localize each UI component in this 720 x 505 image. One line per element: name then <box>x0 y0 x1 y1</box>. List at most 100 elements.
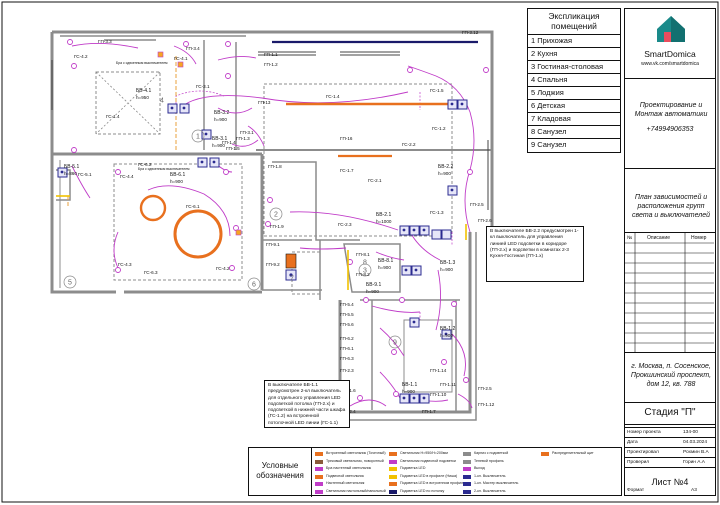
sheet-number: Лист №4 <box>651 477 689 487</box>
explication-row: 2 Кухня <box>528 48 620 61</box>
plan-label: h=860 <box>64 171 77 176</box>
explication-row: 8 Санузел <box>528 126 620 139</box>
legend-symbol <box>463 452 471 456</box>
room-number: 1 <box>196 134 200 141</box>
plan-label: ГП-9.2 <box>266 262 280 267</box>
legend: Условные обозначения Встроенный светильн… <box>248 447 622 497</box>
plan-label: h=900 <box>440 333 453 338</box>
plan-label: БВ-1.3 <box>440 260 455 266</box>
plan-label: ГС-1.3 <box>430 210 444 215</box>
explication-row: 7 Кладовая <box>528 113 620 126</box>
plan-label: ГП-6.3 <box>340 356 354 361</box>
room-number: 3 <box>363 268 367 275</box>
plan-label: БВ-8.1 <box>378 258 393 264</box>
sheet-title-cell <box>625 169 715 233</box>
legend-item: 1-кл. Мастер выключатель <box>474 481 519 485</box>
sheet-format-label: Формат <box>627 488 645 493</box>
led-profile-lines <box>67 56 177 206</box>
explication-row: 6 Детская <box>528 100 620 113</box>
explication-row: 5 Лоджия <box>528 87 620 100</box>
plan-label: ГП-2.6 <box>478 218 492 223</box>
plan-label: h=900 <box>366 289 379 294</box>
logo-cell: SmartDomica www.vk.com/smartdomica <box>625 9 715 79</box>
plan-label: h=900 <box>212 143 225 148</box>
plan-label: Бра с сдвоенным выключателем <box>116 61 168 65</box>
plan-label: БВ-6.1 <box>170 172 185 178</box>
plan-label: ГС-4.3 <box>118 262 132 267</box>
legend-item: Подсветка LED <box>400 466 426 470</box>
note-bv-1-1: В выключателе БВ-1.1 предусмотрен 2-кл в… <box>264 380 350 428</box>
legend-item: Выход <box>474 466 485 470</box>
meta-checker: Проверил Горин А.А <box>625 457 715 467</box>
legend-symbol <box>463 474 471 479</box>
legend-symbol <box>389 459 397 464</box>
plan-label: ГС-4.2 <box>74 54 88 59</box>
company-phone: +74994906353 <box>646 126 694 133</box>
plan-label: ГС-1.4 <box>106 114 120 119</box>
col-description: Описание <box>647 235 671 241</box>
plan-label: ГС-2.1 <box>368 178 382 183</box>
legend-symbol <box>315 474 323 479</box>
plan-label: ГС-1.4 <box>326 94 340 99</box>
plan-label: ГС-2.2 <box>402 142 416 147</box>
plan-label: ГП-3.1 <box>240 130 254 135</box>
plan-label: ГП-16 <box>340 136 353 141</box>
plan-label: ГП-3.4 <box>186 46 200 51</box>
plan-label: h=900 <box>402 389 415 394</box>
plan-label: Бра с сдвоенным выключателем <box>138 167 190 171</box>
project-address: г. Москва, п. Сосенское, Прокшинский про… <box>630 363 712 388</box>
plan-label: h=900 <box>440 267 453 272</box>
plan-label: ГС-1.7 <box>340 168 354 173</box>
plan-label: БВ-5.1 <box>64 164 79 170</box>
legend-item: Распределительный щит <box>552 451 594 455</box>
legend-item: 1-кл. Выключатель <box>474 473 506 478</box>
plan-label: ГП-1.11 <box>440 382 456 387</box>
room-number: 2 <box>274 212 278 219</box>
lamp-circles <box>139 194 223 259</box>
plan-label: ГП-13 <box>258 100 271 105</box>
plan-label: БВ-9.1 <box>366 282 381 288</box>
plan-label: h=900 <box>214 117 227 122</box>
legend-symbol <box>463 482 471 486</box>
legend-item: Карниз с подсветкой <box>474 451 509 455</box>
company-service: Проектирование и Монтаж автоматики <box>634 102 708 118</box>
legend-symbol <box>389 482 397 486</box>
legend-symbol <box>463 489 471 494</box>
plan-label: ГП-1.10 <box>430 392 447 397</box>
legend-item: Светильник настольный/напольный <box>326 488 386 493</box>
legend-symbol <box>315 467 323 471</box>
project-stage: Стадия "П" <box>644 407 696 418</box>
plan-label: ГП-8.2 <box>356 272 370 277</box>
plan-label: ГП-1.4 <box>222 140 236 145</box>
room-number: 8 <box>363 260 367 267</box>
plan-label: ГС-6.1 <box>186 204 200 209</box>
plan-label: ГП-1.12 <box>478 402 495 407</box>
plan-label: ГП-1.2 <box>264 62 278 67</box>
legend-symbol <box>389 474 397 479</box>
plan-label: БВ-3.1 <box>212 136 227 142</box>
legend-symbol <box>463 459 471 464</box>
legend-title: Условные обозначения <box>256 461 304 480</box>
plan-label: ГС-3.1 <box>196 84 210 89</box>
sheet-title: План зависимостей и расположения групп с… <box>632 194 710 219</box>
house-logo-icon <box>657 16 685 42</box>
plan-label: ГС-1.5 <box>430 88 444 93</box>
plan-label: ГП-1.1 <box>264 52 278 57</box>
plan-label: БВ-1.1 <box>402 382 417 388</box>
plan-label: ГП-2.5 <box>478 386 492 391</box>
led-lines <box>286 102 448 158</box>
wall-sconces <box>157 51 242 236</box>
legend-divider <box>311 448 312 497</box>
plan-label: ГС-4.1 <box>174 56 188 61</box>
explication-row: 4 Спальня <box>528 74 620 87</box>
switch-dots <box>60 102 464 400</box>
sheet-format: А3 <box>691 488 697 493</box>
legend-item: Светильник Н=950/Н=200мм <box>400 451 448 455</box>
plan-label: ГС-6.2 <box>138 162 152 167</box>
meta-designer: Проектировал Рохмин В.А <box>625 447 715 457</box>
legend-symbol <box>315 452 323 456</box>
address-cell <box>625 353 715 403</box>
plan-label: ГП-1.14 <box>430 368 447 373</box>
explication-row: 3 Гостиная-столовая <box>528 61 620 74</box>
